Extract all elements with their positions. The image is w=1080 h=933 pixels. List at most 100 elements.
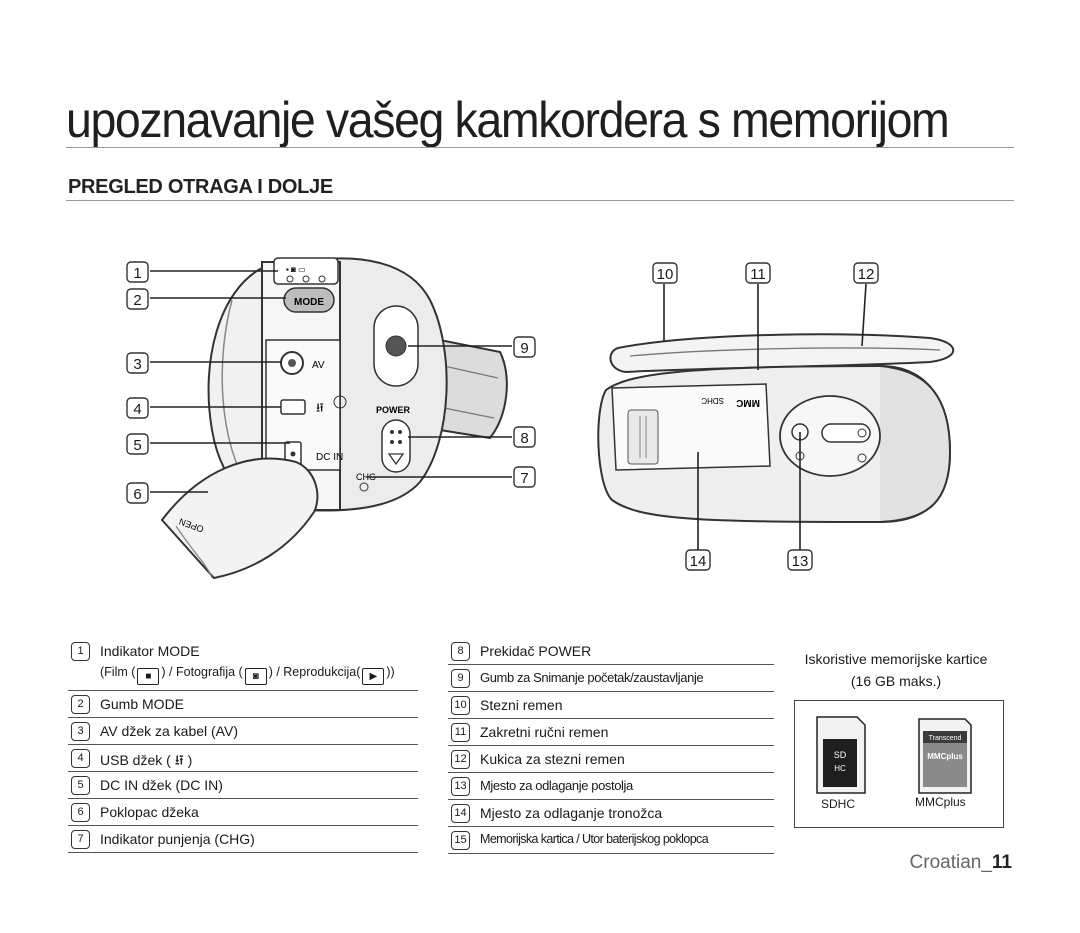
legend-number: 10 <box>451 696 470 715</box>
mode-icons-row: ▪ ◙ ▭ <box>286 265 306 274</box>
marker-1: 1 <box>126 261 149 283</box>
camcorder-back-view: ▪ ◙ ▭ MODE AV ⭿ DC IN POWER CHG OPEN <box>160 257 508 580</box>
legend-number: 8 <box>451 642 470 661</box>
sdhc-caption: SDHC <box>821 797 856 811</box>
mmcplus-caption: MMCplus <box>915 795 966 809</box>
marker-14: 14 <box>685 549 711 571</box>
svg-text:6: 6 <box>133 486 141 503</box>
marker-4: 4 <box>126 397 149 419</box>
page-title: upoznavanje vašeg kamkordera s memorijom <box>66 92 950 148</box>
marker-3: 3 <box>126 352 149 374</box>
legend-row-8: 8 Prekidač POWER <box>448 638 774 665</box>
usb-symbol: ⭿ <box>316 401 324 415</box>
power-label: POWER <box>376 405 411 415</box>
legend-text: Gumb za Snimanje početak/zaustavljanje <box>480 670 704 685</box>
legend-row-5: 5 DC IN džek (DC IN) <box>68 772 418 799</box>
legend-row-7: 7 Indikator punjenja (CHG) <box>68 826 418 853</box>
svg-text:SD: SD <box>834 750 847 760</box>
title-divider <box>66 147 1014 148</box>
av-port-label: AV <box>312 360 325 371</box>
svg-text:HC: HC <box>834 764 846 773</box>
legend-number: 7 <box>71 830 90 849</box>
mmcplus-card-image: Transcend MMCplus <box>918 718 972 794</box>
legend-text: Memorijska kartica / Utor baterijskog po… <box>480 832 709 846</box>
legend-text: Kukica za stezni remen <box>480 751 625 767</box>
mode-button-text: MODE <box>294 297 324 308</box>
legend-row-15: 15 Memorijska kartica / Utor baterijskog… <box>448 827 774 854</box>
legend-number: 5 <box>71 776 90 795</box>
legend-number: 14 <box>451 804 470 823</box>
section-divider <box>66 200 1014 201</box>
memory-cards-art: SD HC Transcend MMCplus <box>816 716 972 794</box>
cards-heading-line1: Iskoristive memorijske kartice <box>804 651 988 667</box>
callout-markers: 1 2 3 4 5 6 7 8 9 10 11 12 13 14 <box>126 261 879 571</box>
camcorder-bottom-view: SDHC MMC <box>597 333 955 524</box>
legend-text: Indikator punjenja (CHG) <box>100 831 255 847</box>
legend-number: 3 <box>71 722 90 741</box>
legend-text: AV džek za kabel (AV) <box>100 723 238 739</box>
marker-7: 7 <box>513 466 536 488</box>
legend-text: DC IN džek (DC IN) <box>100 777 223 793</box>
legend-number: 6 <box>71 803 90 822</box>
svg-text:14: 14 <box>690 553 707 570</box>
page-number: 11 <box>991 852 1012 873</box>
usb-icon: ⭿ <box>174 753 184 769</box>
legend-text: Zakretni ručni remen <box>480 724 609 740</box>
legend-row-9: 9 Gumb za Snimanje početak/zaustavljanje <box>448 665 774 692</box>
legend-number: 1 <box>71 642 90 661</box>
legend-row-6: 6 Poklopac džeka <box>68 799 418 826</box>
camcorder-illustration: ▪ ◙ ▭ MODE AV ⭿ DC IN POWER CHG OPEN <box>126 257 955 580</box>
legend-row-3: 3 AV džek za kabel (AV) <box>68 718 418 745</box>
marker-10: 10 <box>652 262 678 284</box>
sdhc-slot-label: SDHC <box>701 396 724 405</box>
svg-text:10: 10 <box>657 266 674 283</box>
legend-text: Gumb MODE <box>100 696 185 712</box>
legend-text: Mjesto za odlaganje postolja <box>480 778 633 793</box>
page-footer: Croatian_11 <box>909 852 1012 873</box>
svg-text:3: 3 <box>133 356 141 373</box>
legend-number: 13 <box>451 777 470 796</box>
memory-cards-box: SD HC Transcend MMCplus SDHC MMCplus <box>794 700 1004 828</box>
legend-text: Prekidač POWER <box>480 643 592 659</box>
legend-number: 4 <box>71 749 90 768</box>
svg-text:12: 12 <box>858 266 875 283</box>
legend-text: Stezni remen <box>480 697 563 713</box>
section-heading: PREGLED OTRAGA I DOLJE <box>68 176 333 198</box>
mmc-slot-label: MMC <box>736 397 760 408</box>
jack-cover-drawing <box>160 457 319 580</box>
marker-6: 6 <box>126 482 149 504</box>
svg-text:13: 13 <box>792 553 809 570</box>
cards-heading: Iskoristive memorijske kartice (16 GB ma… <box>786 648 1006 692</box>
power-switch-drawing <box>381 419 411 473</box>
legend-row-1: 1 Indikator MODE (Film (■) / Fotografija… <box>68 638 418 691</box>
marker-9: 9 <box>513 336 536 358</box>
legend-text: Poklopac džeka <box>100 804 199 820</box>
legend-text: Indikator MODE <box>100 643 200 659</box>
mmc-logo-text: MMCplus <box>927 752 963 761</box>
legend-number: 11 <box>451 723 470 742</box>
cards-heading-line2: (16 GB maks.) <box>850 673 942 689</box>
legend-subtext: (Film (■) / Fotografija (◙) / Reprodukci… <box>100 665 395 685</box>
marker-11: 11 <box>745 262 771 284</box>
play-icon: ▶ <box>362 668 385 685</box>
legend-right: 8 Prekidač POWER 9 Gumb za Snimanje poče… <box>448 638 774 854</box>
svg-text:11: 11 <box>750 266 766 283</box>
legend-row-4: 4 USB džek ( ⭿ ) <box>68 745 418 772</box>
legend-row-2: 2 Gumb MODE <box>68 691 418 718</box>
svg-text:5: 5 <box>133 437 141 454</box>
svg-text:8: 8 <box>520 430 528 447</box>
sdhc-card-image: SD HC <box>816 716 866 794</box>
marker-2: 2 <box>126 288 149 310</box>
camera-icon: ◙ <box>244 668 267 685</box>
legend-row-11: 11 Zakretni ručni remen <box>448 719 774 746</box>
svg-text:9: 9 <box>520 340 528 357</box>
marker-8: 8 <box>513 426 536 448</box>
legend-number: 2 <box>71 695 90 714</box>
legend-left: 1 Indikator MODE (Film (■) / Fotografija… <box>68 638 418 854</box>
legend-row-14: 14 Mjesto za odlaganje tronožca <box>448 800 774 827</box>
svg-text:1: 1 <box>133 265 141 282</box>
legend-number: 15 <box>451 831 470 850</box>
movie-icon: ■ <box>137 668 160 685</box>
legend-row-12: 12 Kukica za stezni remen <box>448 746 774 773</box>
legend-row-10: 10 Stezni remen <box>448 692 774 719</box>
